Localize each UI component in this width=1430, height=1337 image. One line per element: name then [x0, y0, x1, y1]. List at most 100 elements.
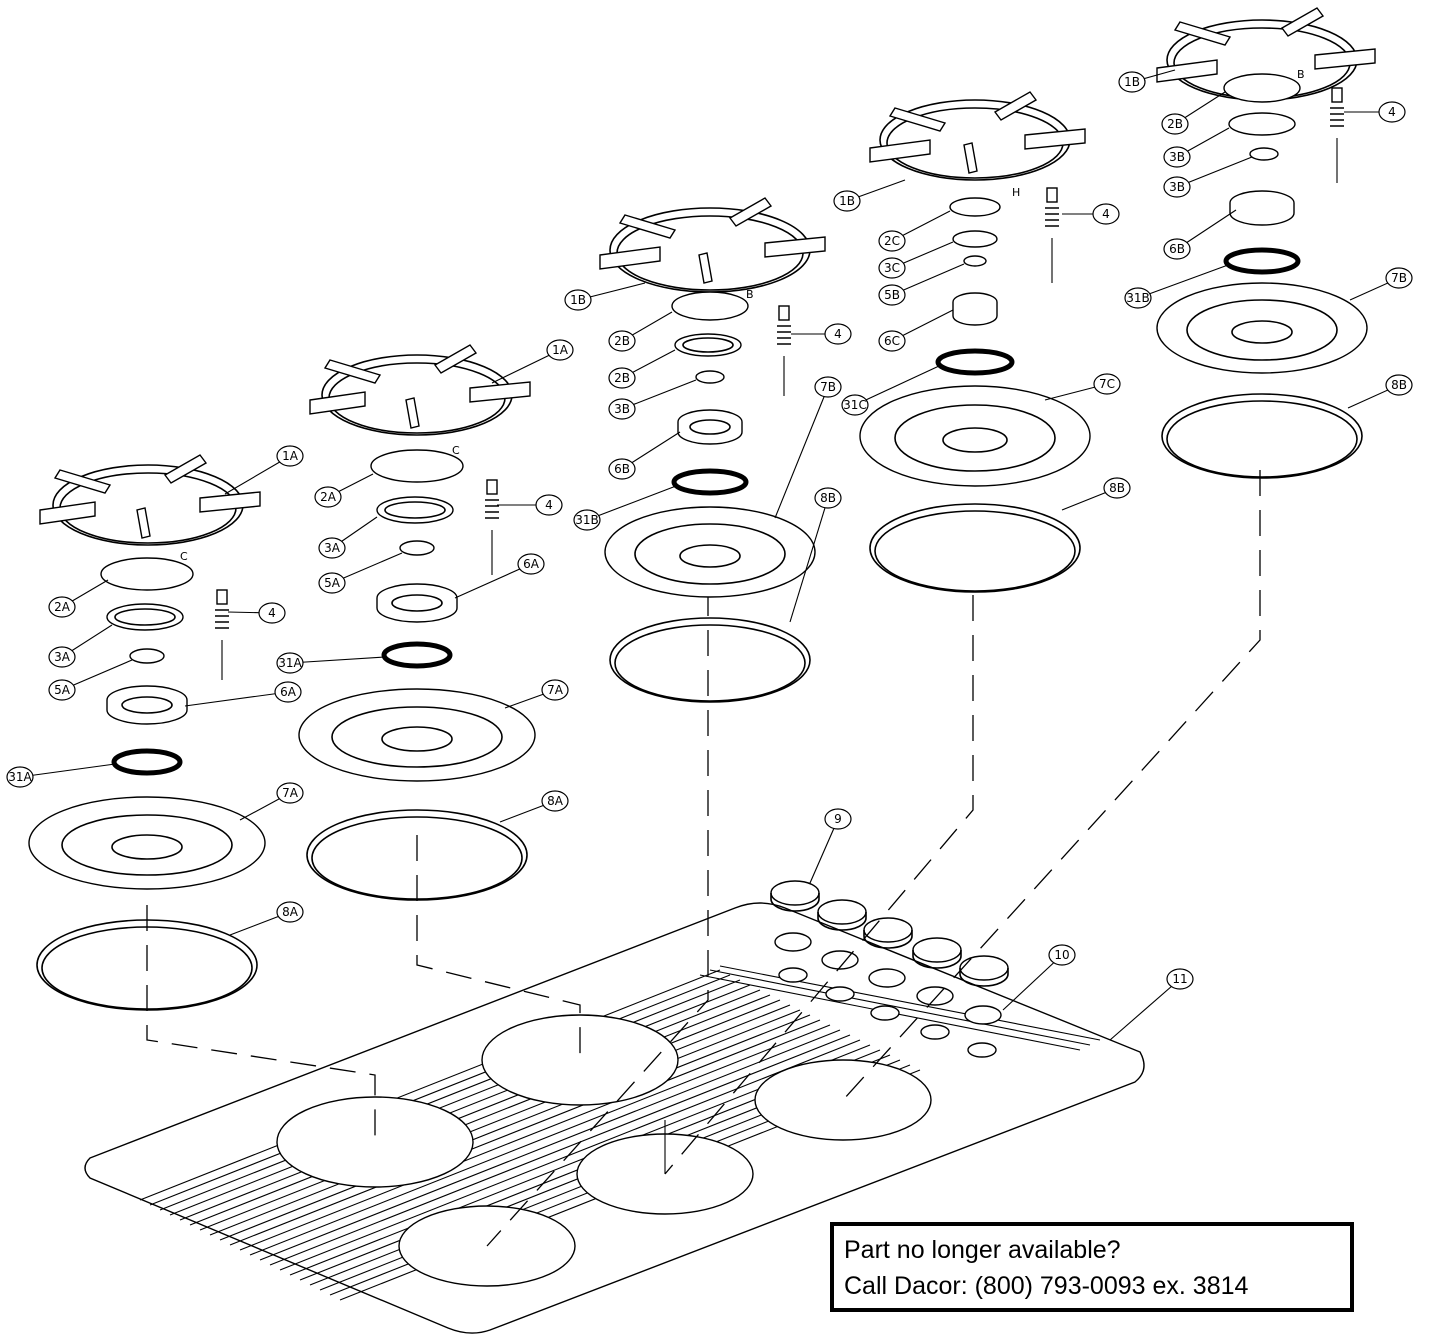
callout-7B: 7B: [1349, 267, 1413, 301]
callout-7A: 7A: [504, 679, 569, 709]
callout-1B: 1B: [1118, 69, 1176, 93]
callout-1A: 1A: [224, 445, 304, 495]
callout-label: 7B: [820, 380, 836, 394]
callout-label: 31B: [575, 513, 599, 527]
callout-2A: 2A: [314, 473, 374, 508]
callout-2A: 2A: [48, 579, 109, 618]
callout-label: 1B: [570, 293, 586, 307]
callout-31A: 31A: [276, 652, 386, 674]
callout-31B: 31B: [1124, 264, 1229, 309]
callout-label: 6B: [614, 462, 630, 476]
trim-ring-8A: [36, 919, 258, 1011]
grate-letter: B: [746, 288, 754, 301]
callout-label: 31B: [1126, 291, 1150, 305]
callout-31B: 31B: [573, 485, 677, 531]
cooktop-opening-5: [754, 1059, 932, 1141]
grate-1B-c: [1156, 7, 1376, 101]
callout-1A: 1A: [491, 339, 574, 384]
callout-label: 5A: [324, 576, 341, 590]
callout-label: 3A: [324, 541, 341, 555]
callout-4: 4: [227, 602, 286, 624]
gasket-31A: [111, 748, 183, 776]
trim-ring-8C: [869, 503, 1081, 593]
callout-8B: 8B: [1347, 374, 1413, 409]
grate-1B-b: [869, 91, 1086, 181]
drip-pan-7A-b: [298, 688, 536, 782]
callout-10: 10: [1002, 944, 1076, 1011]
burner-stack-2: C: [298, 344, 536, 901]
callout-label: 1A: [282, 449, 299, 463]
callout-3C: 3C: [878, 241, 954, 279]
callout-label: 7A: [282, 786, 299, 800]
callout-label: 4: [1102, 207, 1110, 221]
grate-1B: [599, 197, 826, 293]
callout-2C: 2C: [878, 210, 951, 252]
callout-2B: 2B: [608, 349, 676, 389]
callout-label: 2C: [884, 234, 900, 248]
callout-6A: 6A: [184, 681, 302, 707]
callout-label: 3B: [1169, 180, 1185, 194]
callout-label: 2B: [1167, 117, 1183, 131]
callout-label: 7C: [1099, 377, 1115, 391]
callouts: 1A 2A 3A 4 5A 6A 31A 7A 8A 1A 2A 3A 4 5A 6A 31A 7A 8A 1B 2B…: [6, 69, 1413, 1041]
callout-6B: 6B: [608, 431, 681, 480]
callout-6C: 6C: [878, 309, 954, 352]
callout-label: 2A: [320, 490, 337, 504]
cooktop-opening-2: [481, 1014, 679, 1106]
callout-label: 2B: [614, 371, 630, 385]
callout-label: 3A: [54, 650, 71, 664]
callout-label: 1B: [839, 194, 855, 208]
callout-5B: 5B: [878, 263, 965, 306]
callout-label: 8B: [1109, 481, 1125, 495]
callout-3B: 3B: [1163, 127, 1230, 168]
trim-ring-8A-b: [306, 809, 528, 901]
callout-3B: 3B: [608, 379, 697, 420]
callout-5A: 5A: [318, 552, 403, 594]
grate-1A-b: [309, 344, 531, 436]
callout-4: 4: [791, 323, 852, 345]
callout-7A: 7A: [239, 782, 304, 821]
callout-7B: 7B: [774, 376, 842, 519]
callout-1B: 1B: [564, 282, 646, 311]
callout-8A: 8A: [229, 901, 304, 936]
burner-cap-2A-b: [370, 449, 464, 483]
notice-box: Part no longer available? Call Dacor: (8…: [830, 1222, 1354, 1312]
igniter-4-d: [1045, 187, 1059, 283]
callout-label: 7B: [1391, 271, 1407, 285]
callout-label: 4: [545, 498, 553, 512]
callout-label: 8B: [1391, 378, 1407, 392]
igniter-4-b: [485, 479, 499, 575]
callout-8A: 8A: [499, 790, 569, 823]
callout-label: 2B: [614, 334, 630, 348]
callout-label: 4: [1388, 105, 1396, 119]
callout-label: 5B: [884, 288, 900, 302]
callout-9: 9: [809, 808, 852, 884]
callout-label: 6A: [523, 557, 540, 571]
callout-label: 3B: [1169, 150, 1185, 164]
callout-3A: 3A: [48, 624, 113, 668]
drip-pan-7A: [28, 796, 266, 890]
callout-7C: 7C: [1044, 373, 1121, 401]
callout-label: 1A: [552, 343, 569, 357]
callout-4: 4: [1062, 203, 1120, 225]
callout-label: 5A: [54, 683, 71, 697]
callout-31A: 31A: [6, 763, 116, 788]
assembly-lines: [146, 470, 1261, 1247]
callout-label: 1B: [1124, 75, 1140, 89]
grate-letter: H: [1012, 186, 1020, 199]
trim-ring-8B-b: [1161, 393, 1363, 479]
callout-label: 3B: [614, 402, 630, 416]
grate-letter: B: [1297, 68, 1305, 81]
callout-11: 11: [1109, 968, 1194, 1041]
knob-bezels: [774, 932, 1002, 1025]
notice-line-1: Part no longer available?: [844, 1236, 1121, 1264]
callout-label: 9: [834, 812, 842, 826]
control-knobs: [770, 880, 1009, 987]
callout-2B: 2B: [1161, 91, 1226, 135]
callout-4: 4: [1344, 101, 1406, 123]
burner-head-3A: [106, 603, 184, 631]
callout-4: 4: [497, 494, 563, 516]
callout-label: 31A: [8, 770, 32, 784]
callout-label: 8A: [282, 905, 299, 919]
callout-label: 8B: [820, 491, 836, 505]
